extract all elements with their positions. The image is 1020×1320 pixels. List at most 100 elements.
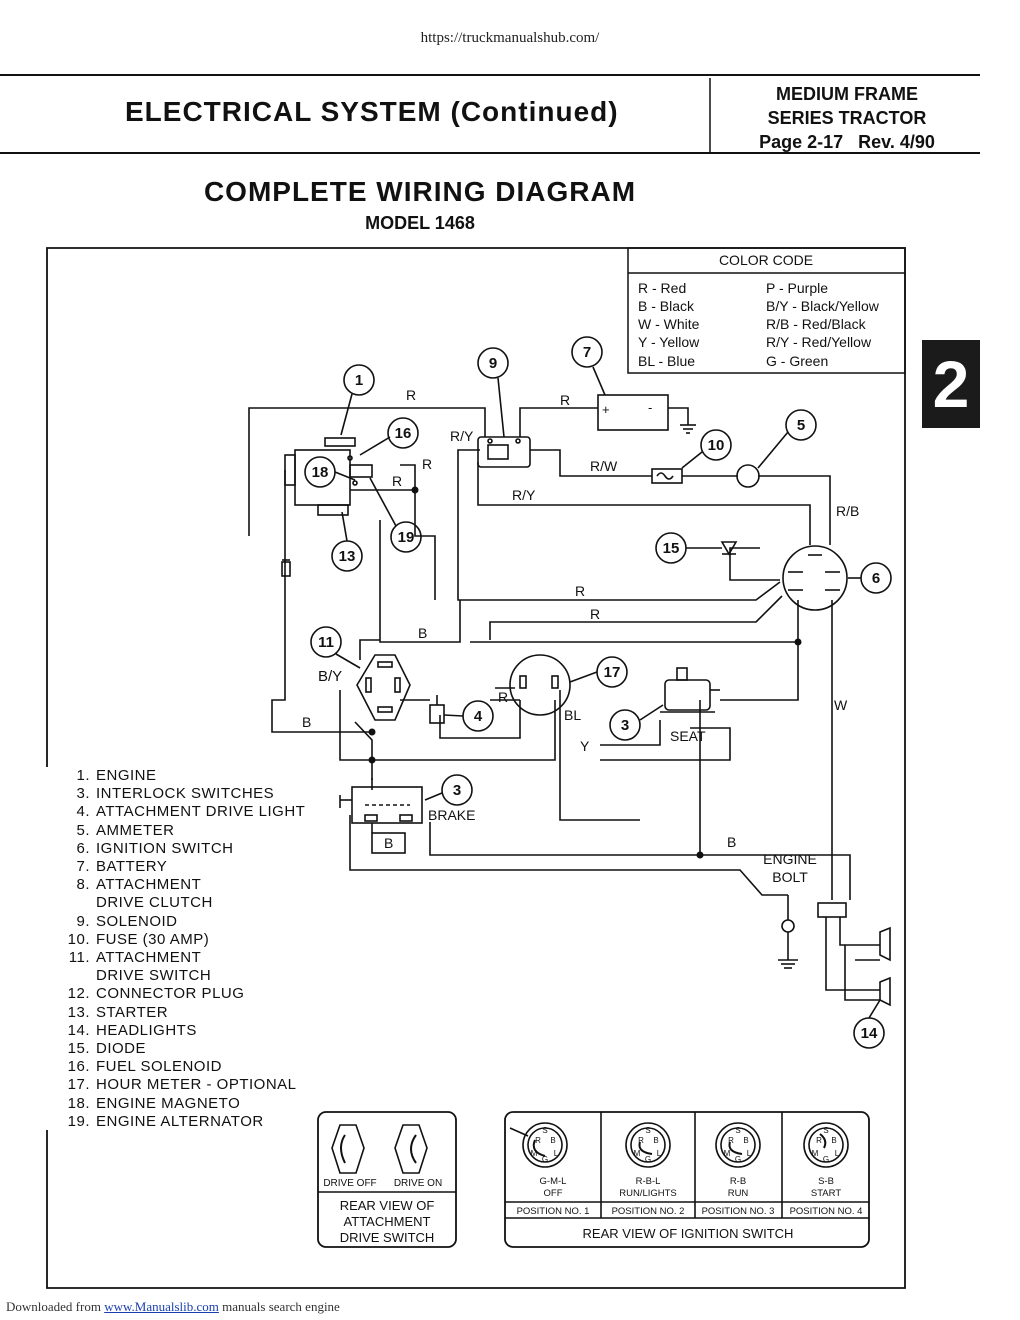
terminal-g: G (542, 1155, 548, 1164)
terminal-b: B (743, 1136, 748, 1145)
legend-item: 7.BATTERY (76, 858, 168, 876)
terminal-m: M (531, 1149, 538, 1158)
legend-item: 5.AMMETER (76, 821, 175, 839)
callout-17: 17 (604, 664, 621, 681)
series-block: MEDIUM FRAME SERIES TRACTOR Page 2-17 Re… (712, 82, 982, 154)
callout-11: 11 (318, 634, 334, 651)
wire-label-rb: R/B (836, 503, 859, 519)
terminal-b: B (550, 1136, 555, 1145)
engine-bolt-label-1: ENGINE (763, 851, 817, 867)
callout-3-seat: 3 (621, 717, 629, 734)
color-code-ry: R/Y - Red/Yellow (766, 334, 872, 350)
legend-item-continuation: DRIVE CLUTCH (96, 894, 213, 912)
callout-16: 16 (395, 425, 412, 442)
terminal-s: S (823, 1126, 828, 1135)
ign-code-3: R-B (730, 1176, 746, 1187)
legend-item: 9.SOLENOID (76, 912, 178, 930)
legend-item: 17.HOUR METER - OPTIONAL (67, 1076, 297, 1094)
terminal-s: S (645, 1126, 650, 1135)
wire-label-r: R (575, 583, 585, 599)
color-code-w: W - White (638, 316, 700, 332)
component-legend: 1.ENGINE 3.INTERLOCK SWITCHES 4.ATTACHME… (60, 767, 305, 1131)
wire-label-b: B (418, 625, 427, 641)
terminal-b: B (831, 1136, 836, 1145)
wire-label-rw: R/W (590, 458, 618, 474)
legend-item: 1.ENGINE (76, 767, 157, 784)
brake-label: BRAKE (428, 807, 475, 823)
legend-item: 14.HEADLIGHTS (67, 1021, 197, 1039)
legend-item: 10.FUSE (30 AMP) (67, 930, 210, 948)
svg-text:-: - (648, 400, 652, 415)
callout-18: 18 (312, 464, 329, 481)
wire-label-ry: R/Y (450, 428, 474, 444)
callout-10: 10 (708, 437, 725, 454)
legend-item: 4.ATTACHMENT DRIVE LIGHT (76, 803, 306, 821)
wire-label-w: W (834, 697, 848, 713)
callout-3-brake: 3 (453, 782, 461, 799)
model-label: MODEL 1468 (365, 213, 475, 233)
wire-label-r: R (392, 473, 402, 489)
terminal-m: M (724, 1149, 731, 1158)
seat-label: SEAT (670, 728, 706, 744)
terminal-l: L (657, 1149, 662, 1158)
color-code-g: G - Green (766, 353, 828, 369)
legend-item: 11.ATTACHMENT (68, 949, 202, 967)
series-line-2: SERIES TRACTOR (767, 108, 927, 128)
callout-4: 4 (474, 708, 483, 725)
wire-label-by: B/Y (318, 668, 342, 685)
ign-code-4: S-B (818, 1176, 834, 1187)
wire-label-bl: BL (564, 707, 581, 723)
terminal-l: L (747, 1149, 752, 1158)
terminal-r: R (728, 1136, 734, 1145)
diagram-title: COMPLETE WIRING DIAGRAM (203, 176, 637, 207)
legend-item: 6.IGNITION SWITCH (76, 839, 234, 857)
color-code-title: COLOR CODE (719, 252, 813, 268)
callout-9: 9 (489, 355, 497, 372)
terminal-b: B (653, 1136, 658, 1145)
legend-item-continuation: DRIVE SWITCH (96, 967, 212, 985)
legend-item: 3.INTERLOCK SWITCHES (76, 785, 275, 803)
ign-position-2: POSITION NO. 2 (612, 1206, 685, 1217)
legend-item: 15.DIODE (67, 1040, 147, 1058)
color-code-b: B - Black (638, 298, 695, 314)
rev-label: Rev. 4/90 (858, 132, 935, 152)
engine-bolt-label-2: BOLT (772, 869, 808, 885)
terminal-g: G (645, 1155, 651, 1164)
manualslib-link[interactable]: www.Manualslib.com (104, 1299, 219, 1314)
ign-position-1: POSITION NO. 1 (517, 1206, 590, 1217)
ign-state-4: START (811, 1188, 841, 1199)
callout-7: 7 (583, 344, 591, 361)
callout-14: 14 (861, 1025, 878, 1042)
legend-item: 12.CONNECTOR PLUG (67, 985, 245, 1003)
wire-label-b: B (302, 714, 311, 730)
wire-label-r: R (498, 689, 508, 705)
footer-prefix: Downloaded from (6, 1299, 101, 1314)
legend-item: 18.ENGINE MAGNETO (67, 1094, 241, 1112)
wire-label-r: R (406, 387, 416, 403)
ign-code-2: R-B-L (636, 1176, 661, 1187)
color-code-r: R - Red (638, 280, 686, 296)
terminal-m: M (634, 1149, 641, 1158)
section-tab: 2 (922, 340, 980, 428)
legend-item: 16.FUEL SOLENOID (67, 1058, 222, 1076)
terminal-g: G (735, 1155, 741, 1164)
legend-item: 13.STARTER (67, 1003, 169, 1021)
section-title: ELECTRICAL SYSTEM (Continued) (125, 96, 619, 127)
drive-switch-caption-2: ATTACHMENT (344, 1214, 431, 1229)
wire-label-y: Y (580, 738, 590, 754)
terminal-r: R (816, 1136, 822, 1145)
page-label: Page 2-17 (759, 132, 844, 152)
terminal-s: S (735, 1126, 740, 1135)
callout-5: 5 (797, 417, 805, 434)
wire-label-r: R (422, 456, 432, 472)
wire-label-r: R (560, 392, 570, 408)
ign-code-1: G-M-L (540, 1176, 567, 1187)
ign-position-3: POSITION NO. 3 (702, 1206, 775, 1217)
drive-on-label: DRIVE ON (394, 1178, 442, 1189)
footer: Downloaded from www.Manualslib.com manua… (6, 1299, 340, 1315)
footer-suffix: manuals search engine (222, 1299, 340, 1314)
wire-label-b: B (384, 835, 393, 851)
ign-state-2: RUN/LIGHTS (619, 1188, 677, 1199)
wire-label-ry: R/Y (512, 487, 536, 503)
terminal-m: M (812, 1149, 819, 1158)
